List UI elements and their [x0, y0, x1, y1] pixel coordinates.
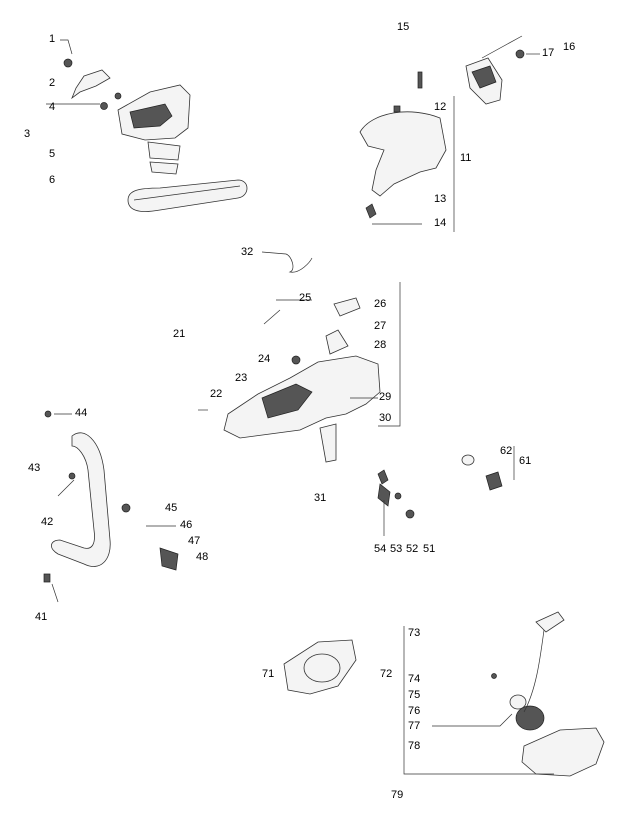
callout-30: 30	[379, 412, 392, 424]
small-parts-1-4	[46, 39, 122, 110]
callout-12: 12	[434, 101, 447, 113]
callout-47: 47	[188, 535, 201, 547]
callout-45: 45	[165, 502, 178, 514]
callout-17: 17	[542, 47, 555, 59]
callout-62: 62	[500, 445, 513, 457]
callout-52: 52	[406, 543, 419, 555]
fan-housing	[283, 639, 357, 695]
callout-11: 11	[460, 152, 472, 164]
callout-13: 13	[434, 193, 447, 205]
cylinder-cover-assembly	[359, 35, 540, 232]
callout-76: 76	[408, 705, 421, 717]
callout-14: 14	[434, 217, 447, 229]
starter-assembly	[403, 611, 605, 777]
callout-25: 25	[299, 292, 312, 304]
callout-42: 42	[41, 516, 54, 528]
callout-44: 44	[75, 407, 88, 419]
callout-1: 1	[49, 33, 56, 45]
callout-78: 78	[408, 740, 421, 752]
callout-4: 4	[49, 101, 56, 113]
callout-41: 41	[35, 611, 48, 623]
air-filter-parts	[461, 446, 515, 491]
callout-74: 74	[408, 673, 421, 685]
guide-bar	[127, 179, 248, 212]
callout-28: 28	[374, 339, 387, 351]
callout-24: 24	[258, 353, 271, 365]
callout-73: 73	[408, 627, 421, 639]
callout-23: 23	[235, 372, 248, 384]
callout-22: 22	[210, 388, 223, 400]
callout-77: 77	[408, 720, 421, 732]
callout-21: 21	[173, 328, 186, 340]
callout-51: 51	[423, 543, 436, 555]
clutch-cover-assembly	[117, 84, 191, 175]
front-handle-assembly	[43, 410, 179, 603]
callout-3: 3	[24, 128, 31, 140]
callout-75: 75	[408, 689, 421, 701]
ignition-parts	[377, 469, 415, 536]
callout-16: 16	[563, 41, 576, 53]
callout-48: 48	[196, 551, 209, 563]
callout-54: 54	[374, 543, 387, 555]
callout-27: 27	[374, 320, 387, 332]
callout-5: 5	[49, 148, 56, 160]
callout-71: 71	[262, 668, 275, 680]
callout-15: 15	[397, 21, 410, 33]
callout-43: 43	[28, 462, 41, 474]
callout-53: 53	[390, 543, 403, 555]
callout-6: 6	[49, 174, 56, 186]
rear-handle-assembly	[198, 282, 401, 463]
callout-79: 79	[391, 789, 404, 801]
throttle-cable	[261, 251, 313, 273]
callout-26: 26	[374, 298, 387, 310]
callout-29: 29	[379, 391, 392, 403]
callout-2: 2	[49, 77, 56, 89]
callout-46: 46	[180, 519, 193, 531]
callout-31: 31	[314, 492, 327, 504]
callout-61: 61	[519, 455, 532, 467]
callout-72: 72	[380, 668, 393, 680]
callout-32: 32	[241, 246, 254, 258]
